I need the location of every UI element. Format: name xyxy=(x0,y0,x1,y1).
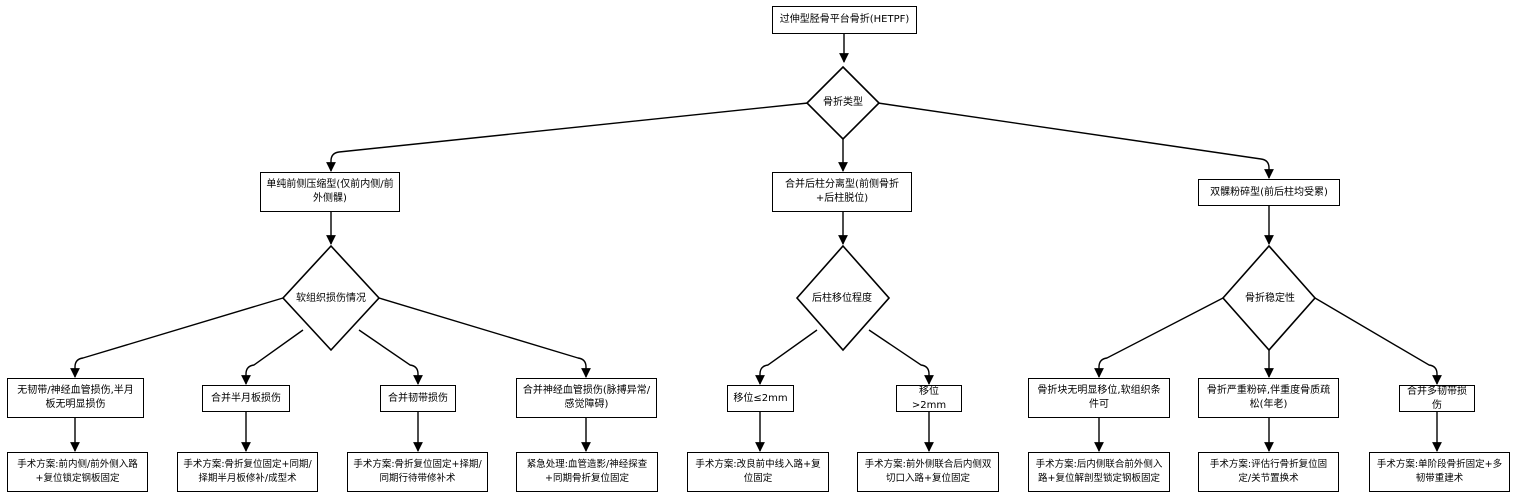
condition-multi-ligament-injury: 合并多韧带损伤 xyxy=(1399,385,1475,412)
decision-soft-tissue-diamond xyxy=(281,244,381,352)
decision-fracture-stability-label: 骨折稳定性 xyxy=(1245,292,1295,304)
type-bicondylar-comminuted: 双髁粉碎型(前后柱均受累) xyxy=(1198,179,1340,206)
connector-soft-to-ligament xyxy=(358,329,423,385)
connector-displacement-to-gt2 xyxy=(868,329,934,385)
decision-posterior-displacement-label: 后柱移位程度 xyxy=(812,292,872,304)
connector-soft-to-neurovascular xyxy=(378,297,591,378)
connector-stability-to-stable xyxy=(1094,297,1224,378)
condition-displacement-le-2mm: 移位≤2mm xyxy=(727,385,794,412)
type-posterior-column-separation: 合并后柱分离型(前侧骨折+后柱脱位) xyxy=(772,172,912,212)
type-anterior-compression: 单纯前侧压缩型(仅前内侧/前外侧髁) xyxy=(260,172,400,212)
condition-ligament-injury: 合并韧带损伤 xyxy=(380,385,456,412)
plan-anterior-approach-plate: 手术方案:前内侧/前外侧入路+复位锁定钢板固定 xyxy=(7,452,148,492)
plan-dual-incision-approach: 手术方案:前外侧联合后内侧双切口入路+复位固定 xyxy=(857,452,999,492)
plan-emergency-vascular: 紧急处理:血管造影/神经探查+同期骨折复位固定 xyxy=(516,452,658,492)
connector-soft-to-meniscus xyxy=(241,329,304,385)
decision-posterior-displacement-diamond xyxy=(795,244,891,352)
plan-posteromedial-anterolateral: 手术方案:后内侧联合前外侧入路+复位解剖型锁定钢板固定 xyxy=(1028,452,1170,492)
connector-type-to-bicondylar xyxy=(877,102,1274,179)
condition-displacement-gt-2mm: 移位>2mm xyxy=(896,385,962,412)
plan-arthroplasty-evaluation: 手术方案:评估行骨折复位固定/关节置换术 xyxy=(1198,452,1339,492)
connector-displacement-to-le2 xyxy=(755,329,818,385)
plan-multi-ligament-reconstruction: 手术方案:单阶段骨折固定+多韧带重建术 xyxy=(1369,452,1510,492)
connector-type-to-anterior xyxy=(326,102,809,172)
decision-soft-tissue-label: 软组织损伤情况 xyxy=(296,292,366,304)
connector-stability-to-multi-ligament xyxy=(1314,297,1442,385)
root-node: 过伸型胫骨平台骨折(HETPF) xyxy=(772,6,917,34)
decision-fracture-type-label: 骨折类型 xyxy=(823,96,863,108)
condition-no-obvious-displacement: 骨折块无明显移位,软组织条件可 xyxy=(1028,378,1170,418)
condition-neurovascular-injury: 合并神经血管损伤(脉搏异常/感觉障碍) xyxy=(516,378,657,418)
plan-ligament-repair: 手术方案:骨折复位固定+择期/同期行待带修补术 xyxy=(347,452,488,492)
connector-soft-to-none xyxy=(70,297,284,378)
plan-modified-midline-approach: 手术方案:改良前中线入路+复位固定 xyxy=(687,452,829,492)
condition-no-ligament-injury: 无韧带/神经血管损伤,半月板无明显损伤 xyxy=(7,378,144,418)
condition-severe-comminution: 骨折严重粉碎,伴重度骨质疏松(年老) xyxy=(1198,378,1339,418)
plan-meniscus-repair: 手术方案:骨折复位固定+同期/择期半月板修补/成型术 xyxy=(177,452,318,492)
condition-meniscus-injury: 合并半月板损伤 xyxy=(202,385,290,412)
